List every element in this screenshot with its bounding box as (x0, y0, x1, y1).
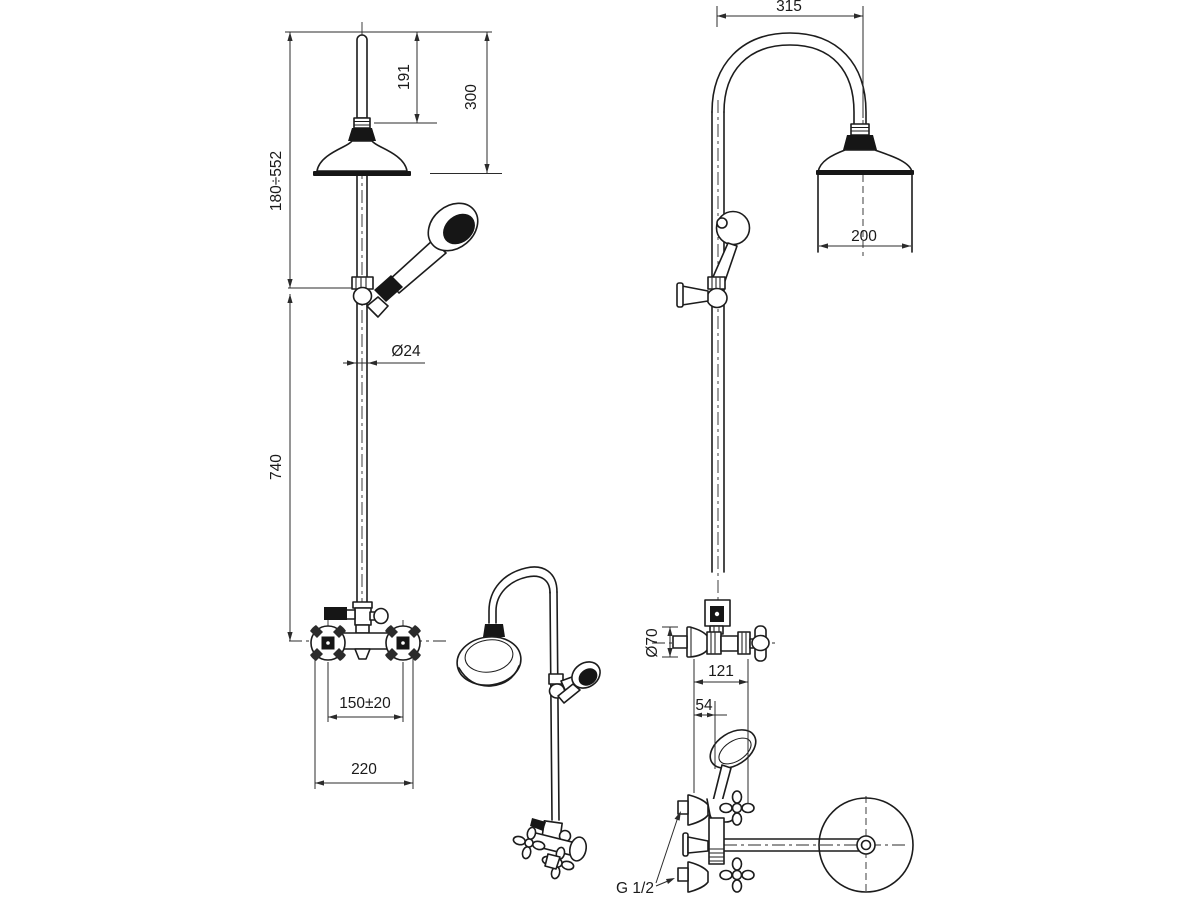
side-bottom-mixer (677, 729, 914, 894)
side-wall-valve (672, 599, 770, 662)
dim-label-flange-diameter: Ø70 (644, 628, 661, 658)
lower-cross-handle (719, 857, 755, 893)
dim-label-riser-diameter: Ø24 (391, 343, 421, 360)
dim-label-riser-height: 740 (268, 454, 285, 480)
thread-size-label: G 1/2 (616, 880, 654, 897)
front-view-dimensions: 191 300 180÷552 740 Ø24 150±20 220 (268, 31, 502, 789)
dim-label-depth: 121 (708, 663, 734, 680)
dim-label-head-drop: 300 (463, 84, 480, 110)
side-overhead-shower (816, 123, 914, 253)
front-right-wall-flange (385, 625, 421, 661)
perspective-hand-shower (548, 661, 601, 704)
front-view (289, 22, 479, 666)
dim-label-range: 180÷552 (268, 151, 285, 211)
front-riser (348, 34, 376, 626)
side-hand-shower (676, 210, 751, 309)
dim-label-rod: 191 (396, 64, 413, 90)
front-hand-shower (351, 202, 479, 318)
perspective-wall-flange (568, 836, 588, 862)
dim-label-offset: 54 (695, 697, 713, 714)
dim-label-reach: 315 (776, 0, 802, 15)
dim-label-inlet-centers: 150±20 (339, 695, 391, 712)
hand-shower-spray-face (443, 213, 475, 245)
side-view-dimensions: 315 200 Ø70 121 54 G 1/2 (616, 0, 911, 897)
side-view (652, 32, 914, 894)
perspective-mixer (512, 818, 588, 880)
wall-rosette (818, 797, 914, 893)
dim-label-width: 220 (351, 761, 377, 778)
front-left-wall-flange (310, 625, 346, 661)
front-overhead-shower (313, 140, 411, 176)
dim-label-head-diameter: 200 (851, 228, 877, 245)
perspective-view (456, 566, 601, 880)
front-mixer (310, 601, 421, 661)
side-gooseneck (711, 32, 867, 573)
